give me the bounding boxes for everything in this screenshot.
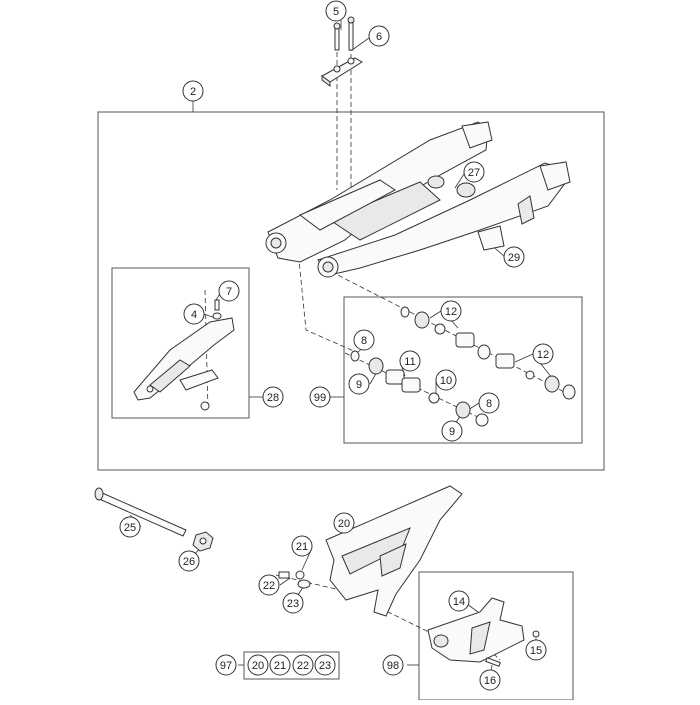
svg-text:16: 16 [484,675,496,687]
svg-text:5: 5 [333,6,339,18]
bolt-16 [485,657,501,667]
svg-text:22: 22 [263,580,275,592]
callout-12-right[interactable]: 12 [532,343,554,365]
svg-text:9: 9 [449,426,455,438]
callout-28[interactable]: 28 [262,386,284,408]
svg-text:10: 10 [440,375,452,387]
callout-15[interactable]: 15 [525,639,547,661]
swingarm-assembly-frame [97,111,605,471]
svg-text:21: 21 [274,660,286,672]
svg-text:26: 26 [183,556,195,568]
svg-text:25: 25 [124,522,136,534]
callout-97[interactable]: 97 [215,654,237,676]
washer-21 [295,570,305,580]
bearing-components [350,306,576,427]
svg-text:12: 12 [445,306,457,318]
svg-text:21: 21 [296,541,308,553]
callout-23[interactable]: 23 [282,592,304,614]
callout-21[interactable]: 21 [291,535,313,557]
callout-9-left[interactable]: 9 [348,373,370,395]
callout-4[interactable]: 4 [183,303,205,325]
chain-slider-28 [133,299,235,411]
kit-97-item-20[interactable]: 20 [247,654,269,676]
callout-9-bottom[interactable]: 9 [441,420,463,442]
callout-26[interactable]: 26 [178,550,200,572]
clamp-plate-6 [321,57,363,87]
svg-text:14: 14 [453,596,465,608]
svg-text:99: 99 [314,392,326,404]
svg-text:9: 9 [356,379,362,391]
svg-text:27: 27 [468,167,480,179]
chain-guard-20 [278,485,463,617]
svg-text:15: 15 [530,645,542,657]
callout-16[interactable]: 16 [479,669,501,691]
callout-29[interactable]: 29 [503,246,525,268]
callout-11[interactable]: 11 [399,350,421,372]
svg-text:97: 97 [220,660,232,672]
svg-text:23: 23 [287,598,299,610]
callout-12-top[interactable]: 12 [440,300,462,322]
callout-27[interactable]: 27 [463,161,485,183]
callout-10[interactable]: 10 [435,369,457,391]
callout-22[interactable]: 22 [258,574,280,596]
screw-22 [278,571,290,579]
callout-25[interactable]: 25 [119,516,141,538]
callout-20[interactable]: 20 [333,512,355,534]
kit-97-item-23[interactable]: 23 [314,654,336,676]
svg-text:11: 11 [404,356,415,368]
bolt-5 [333,16,355,51]
svg-text:20: 20 [252,660,264,672]
kit-97-item-22[interactable]: 22 [292,654,314,676]
callout-98[interactable]: 98 [382,654,404,676]
svg-text:2: 2 [190,86,196,98]
svg-text:28: 28 [267,392,279,404]
nut-26 [192,531,214,552]
bearing-kit-group-frame [343,296,583,444]
svg-text:7: 7 [226,286,232,298]
chain-slider-group-frame [111,267,250,419]
callout-5[interactable]: 5 [325,0,347,22]
svg-text:98: 98 [387,660,399,672]
svg-text:12: 12 [537,349,549,361]
swingarm-2 [265,121,571,278]
callout-14[interactable]: 14 [448,590,470,612]
svg-text:6: 6 [376,31,382,43]
chain-guide-14 [427,597,540,667]
callout-8-left[interactable]: 8 [353,329,375,351]
svg-text:8: 8 [361,335,367,347]
screw-15 [532,630,540,638]
kit-97-frame [243,651,340,680]
callout-7[interactable]: 7 [218,280,240,302]
kit-97-item-21[interactable]: 21 [269,654,291,676]
callout-2[interactable]: 2 [182,80,204,102]
axle-25 [94,487,187,537]
svg-text:29: 29 [508,252,520,264]
washer-4 [212,312,222,320]
svg-text:8: 8 [486,398,492,410]
callout-8-right[interactable]: 8 [478,392,500,414]
callout-6[interactable]: 6 [368,25,390,47]
svg-text:22: 22 [297,660,309,672]
svg-text:23: 23 [319,660,331,672]
svg-text:4: 4 [191,309,197,321]
callout-99[interactable]: 99 [309,386,331,408]
svg-text:20: 20 [338,518,350,530]
screw-7 [214,299,220,311]
spacer-23 [297,579,311,589]
